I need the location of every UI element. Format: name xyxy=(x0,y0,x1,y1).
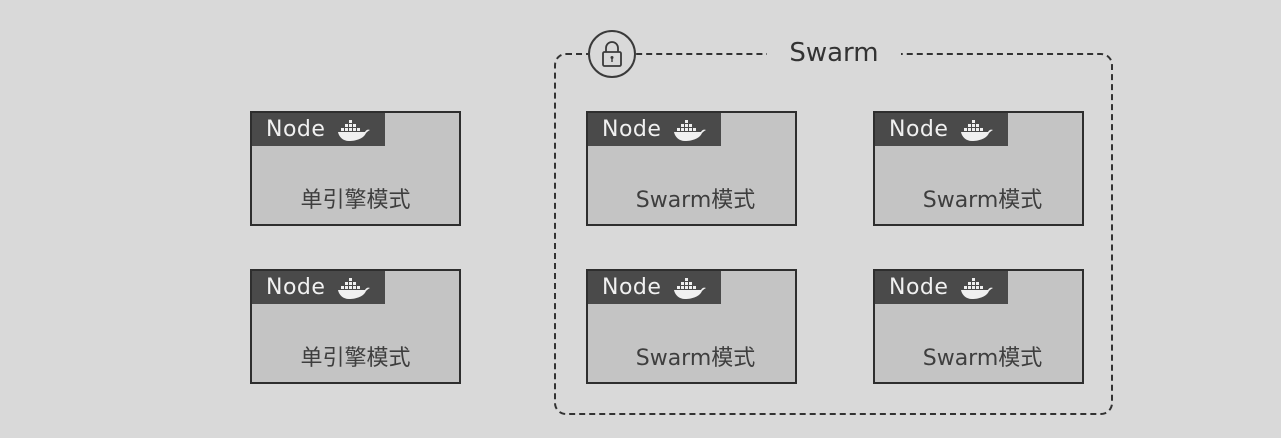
node-header: Node xyxy=(252,271,385,304)
node-mode-label: Swarm模式 xyxy=(635,188,756,213)
node-label: Node xyxy=(889,275,949,300)
node-label: Node xyxy=(266,117,326,142)
swarm-node-2: Node Swarm模式 xyxy=(873,111,1084,226)
node-mode-label: 单引擎模式 xyxy=(300,346,411,371)
node-header: Node xyxy=(875,113,1008,146)
standalone-node-1: Node 单引擎模式 xyxy=(250,111,461,226)
docker-whale-icon xyxy=(674,119,707,141)
docker-whale-icon xyxy=(961,277,994,299)
docker-whale-icon xyxy=(338,119,371,141)
node-label: Node xyxy=(889,117,949,142)
docker-whale-icon xyxy=(961,119,994,141)
node-mode-label: Swarm模式 xyxy=(922,346,1043,371)
swarm-title-container: Swarm xyxy=(767,36,901,70)
swarm-node-3: Node Swarm模式 xyxy=(586,269,797,384)
node-label: Node xyxy=(602,275,662,300)
node-header: Node xyxy=(875,271,1008,304)
docker-whale-icon xyxy=(338,277,371,299)
lock-icon xyxy=(602,41,622,67)
node-header: Node xyxy=(588,271,721,304)
node-mode-label: 单引擎模式 xyxy=(300,188,411,213)
node-mode-label: Swarm模式 xyxy=(635,346,756,371)
docker-whale-icon xyxy=(674,277,707,299)
swarm-title: Swarm xyxy=(789,38,879,68)
swarm-node-4: Node Swarm模式 xyxy=(873,269,1084,384)
swarm-node-1: Node Swarm模式 xyxy=(586,111,797,226)
standalone-node-2: Node 单引擎模式 xyxy=(250,269,461,384)
node-label: Node xyxy=(602,117,662,142)
node-mode-label: Swarm模式 xyxy=(922,188,1043,213)
node-header: Node xyxy=(588,113,721,146)
node-label: Node xyxy=(266,275,326,300)
node-header: Node xyxy=(252,113,385,146)
lock-badge xyxy=(588,30,636,78)
